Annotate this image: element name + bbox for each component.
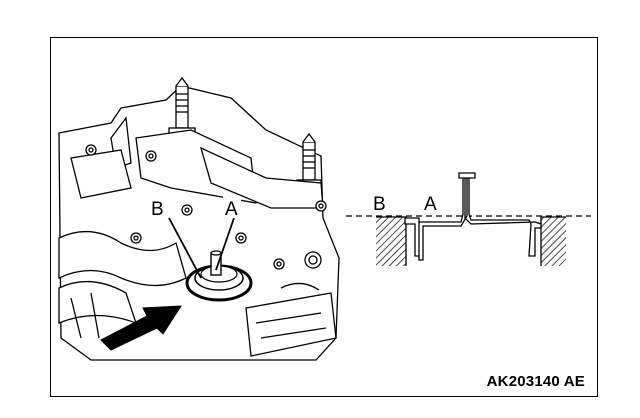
right-label-a: A xyxy=(424,194,437,215)
leader-line-a xyxy=(215,217,235,271)
figure-code: AK203140 AE xyxy=(486,373,585,390)
left-label-b: B xyxy=(151,199,164,220)
engine-illustration xyxy=(58,76,340,361)
housing-left-hatch xyxy=(376,217,406,266)
seal-illustration xyxy=(185,250,253,302)
insertion-arrow-icon xyxy=(100,305,182,351)
cross-section-diagram: B A xyxy=(346,172,591,266)
leader-line-b xyxy=(168,217,202,279)
left-label-a: A xyxy=(225,199,238,220)
diagram-canvas: B A B A xyxy=(58,76,591,361)
right-label-b: B xyxy=(373,194,386,215)
housing-right-hatch xyxy=(541,217,566,266)
figure-frame: B A B A AK203140 AE xyxy=(50,37,598,397)
seal-profile xyxy=(404,173,542,261)
